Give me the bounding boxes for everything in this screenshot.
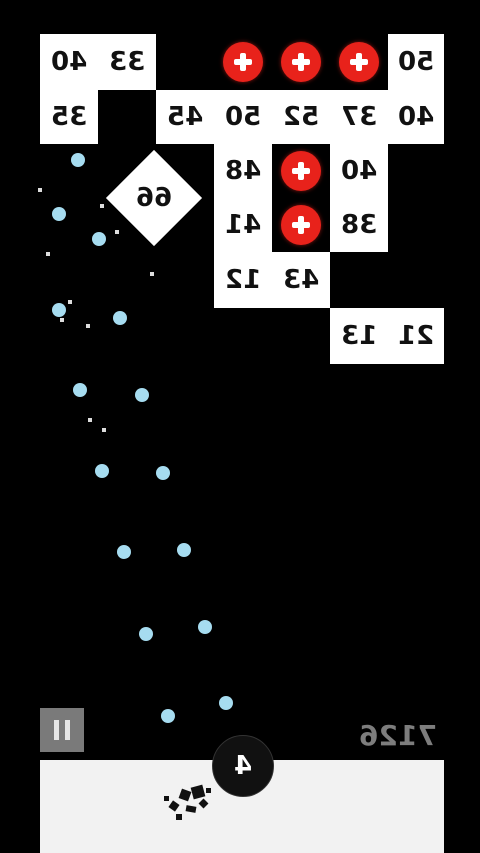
plus-icon <box>223 42 263 82</box>
brick: 40 <box>330 144 388 198</box>
plus-icon <box>281 42 321 82</box>
ball <box>73 383 87 397</box>
debris-particle <box>100 204 104 208</box>
brick-value: 12 <box>224 265 262 295</box>
brick-value: 45 <box>166 102 204 132</box>
ball <box>139 627 153 641</box>
brick: 35 <box>40 90 98 144</box>
brick: 43 <box>272 252 330 308</box>
brick: 41 <box>214 198 272 252</box>
debris-particle <box>46 252 50 256</box>
brick-value: 33 <box>108 47 146 77</box>
debris-particle <box>88 418 92 422</box>
ball <box>117 545 131 559</box>
brick-value: 21 <box>397 321 435 351</box>
pause-button[interactable] <box>40 708 84 752</box>
brick: 50 <box>214 90 272 144</box>
plus-icon <box>281 151 321 191</box>
brick-value: 40 <box>397 102 435 132</box>
brick-value: 40 <box>50 47 88 77</box>
pause-icon <box>54 720 59 740</box>
brick: 13 <box>330 308 388 364</box>
ball <box>161 709 175 723</box>
brick-value: 48 <box>224 156 262 186</box>
ball <box>92 232 106 246</box>
brick: 48 <box>214 144 272 198</box>
ball <box>113 311 127 325</box>
ball <box>156 466 170 480</box>
brick: 12 <box>214 252 272 308</box>
debris-particle <box>68 300 72 304</box>
brick: 40 <box>40 34 98 90</box>
brick: 52 <box>272 90 330 144</box>
brick-value: 37 <box>340 102 378 132</box>
score-display: 7126 <box>359 719 437 752</box>
powerup-plus <box>214 34 272 90</box>
debris-particle <box>115 230 119 234</box>
debris-particle <box>102 428 106 432</box>
brick-value: 35 <box>50 102 88 132</box>
plus-icon <box>339 42 379 82</box>
brick: 33 <box>98 34 156 90</box>
powerup-plus <box>272 144 330 198</box>
debris-particle <box>60 318 64 322</box>
brick-value: 50 <box>224 102 262 132</box>
shard-particle <box>164 796 169 801</box>
ball <box>177 543 191 557</box>
debris-particle <box>150 272 154 276</box>
ball <box>135 388 149 402</box>
diamond-brick: 66 <box>105 149 203 247</box>
powerup-plus <box>272 34 330 90</box>
brick-value: 13 <box>340 321 378 351</box>
brick-value: 52 <box>282 102 320 132</box>
shard-particle <box>206 788 211 793</box>
brick: 45 <box>156 90 214 144</box>
brick: 21 <box>388 308 444 364</box>
brick: 38 <box>330 198 388 252</box>
powerup-plus <box>330 34 388 90</box>
brick: 40 <box>388 90 444 144</box>
ball <box>198 620 212 634</box>
brick-value: 43 <box>282 265 320 295</box>
ball <box>71 153 85 167</box>
brick-value: 38 <box>340 210 378 240</box>
ball-launcher[interactable]: 4 <box>212 735 274 797</box>
brick-value: 41 <box>224 210 262 240</box>
ball <box>52 207 66 221</box>
ball <box>95 464 109 478</box>
diamond-value: 66 <box>135 183 173 213</box>
plus-icon <box>281 205 321 245</box>
pause-icon <box>65 720 70 740</box>
ball <box>52 303 66 317</box>
ball <box>219 696 233 710</box>
brick: 37 <box>330 90 388 144</box>
debris-particle <box>86 324 90 328</box>
brick-value: 40 <box>340 156 378 186</box>
ball-count: 4 <box>233 751 253 781</box>
brick: 50 <box>388 34 444 90</box>
powerup-plus <box>272 198 330 252</box>
debris-particle <box>38 188 42 192</box>
shard-particle <box>176 814 182 820</box>
brick-value: 50 <box>397 47 435 77</box>
